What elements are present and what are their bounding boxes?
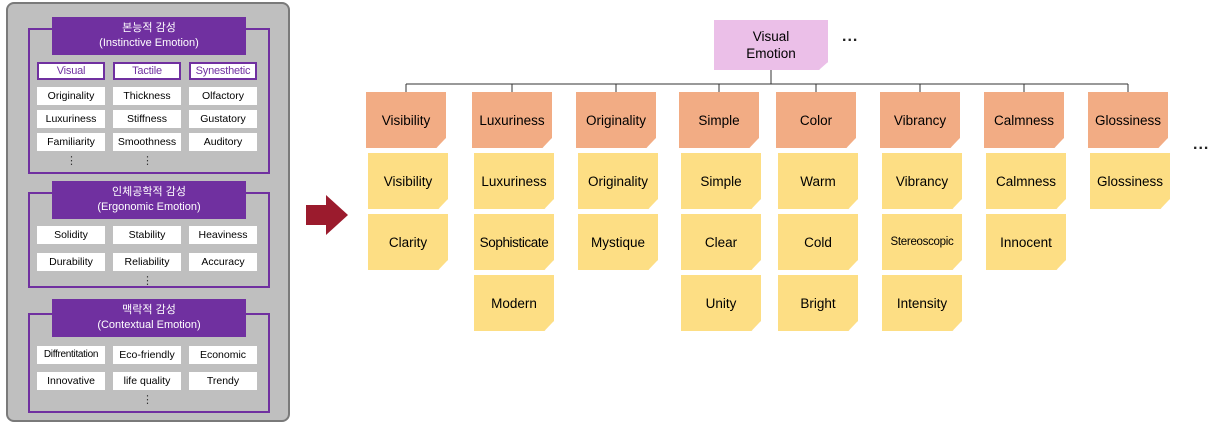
item-node: Vibrancy [882,153,962,209]
ergonomic-row: Solidity Stability Heaviness [37,226,257,244]
item-node: Stereoscopic [882,214,962,270]
item-node: Unity [681,275,761,331]
cell-stability: Stability [113,226,181,244]
header-visual: Visual [37,62,105,80]
instinctive-title-en: (Instinctive Emotion) [99,37,199,49]
cell-innovative: Innovative [37,372,105,390]
contextual-row: Innovative life quality Trendy [37,372,257,390]
instinctive-more-dots: ⋮ [66,155,77,167]
instinctive-more-dots: ⋮ [142,155,153,167]
head-node: Calmness [984,92,1064,148]
cell-auditory: Auditory [189,133,257,151]
emotion-categories-panel: 본능적 감성 (Instinctive Emotion) Visual Tact… [6,2,290,422]
head-node: Visibility [366,92,446,148]
item-node: Intensity [882,275,962,331]
root-node-line1: Visual [752,29,790,44]
item-node: Cold [778,214,858,270]
instinctive-emotion-title: 본능적 감성 (Instinctive Emotion) [52,17,246,55]
ergonomic-title-en: (Ergonomic Emotion) [97,201,201,213]
cell-durability: Durability [37,253,105,271]
head-node: Originality [576,92,656,148]
head-node: Vibrancy [880,92,960,148]
cell-accuracy: Accuracy [189,253,257,271]
cell-economic: Economic [189,346,257,364]
item-node: Bright [778,275,858,331]
head-node: Glossiness [1088,92,1168,148]
ergonomic-row: Durability Reliability Accuracy [37,253,257,271]
item-node: Clear [681,214,761,270]
item-node: Simple [681,153,761,209]
item-node: Warm [778,153,858,209]
item-node: Calmness [986,153,1066,209]
head-node: Luxuriness [472,92,552,148]
head-node: Simple [679,92,759,148]
cell-trendy: Trendy [189,372,257,390]
branch-drop-lines [405,84,1129,92]
contextual-row: Diffrentitation Eco-friendly Economic [37,346,257,364]
cell-luxuriness: Luxuriness [37,110,105,128]
contextual-more-dots: ⋮ [142,394,153,406]
root-node-visual-emotion: Visual Emotion [714,20,828,70]
instinctive-row: Luxuriness Stiffness Gustatory [37,110,257,128]
instinctive-row: Familiarity Smoothness Auditory [37,133,257,151]
ergonomic-title-ko: 인체공학적 감성 [112,186,186,198]
cell-eco-friendly: Eco-friendly [113,346,181,364]
cell-smoothness: Smoothness [113,133,181,151]
root-node-line2: Emotion [746,46,796,61]
instinctive-header-row: Visual Tactile Synesthetic [37,62,257,80]
item-node: Visibility [368,153,448,209]
item-node: Mystique [578,214,658,270]
cell-reliability: Reliability [113,253,181,271]
item-node: Luxuriness [474,153,554,209]
item-node: Sophisticate [474,214,554,270]
cell-stiffness: Stiffness [113,110,181,128]
head-node: Color [776,92,856,148]
item-node: Innocent [986,214,1066,270]
item-node: Clarity [368,214,448,270]
item-node: Glossiness [1090,153,1170,209]
item-node: Originality [578,153,658,209]
cell-differentiation: Diffrentitation [37,346,105,364]
header-synesthetic: Synesthetic [189,62,257,80]
contextual-emotion-title: 맥락적 감성 (Contextual Emotion) [52,299,246,337]
cell-familiarity: Familiarity [37,133,105,151]
instinctive-row: Originality Thickness Olfactory [37,87,257,105]
ergonomic-more-dots: ⋮ [142,275,153,287]
cell-solidity: Solidity [37,226,105,244]
cell-thickness: Thickness [113,87,181,105]
ergonomic-emotion-title: 인체공학적 감성 (Ergonomic Emotion) [52,181,246,219]
contextual-title-ko: 맥락적 감성 [122,304,176,316]
cell-gustatory: Gustatory [189,110,257,128]
cell-life-quality: life quality [113,372,181,390]
cell-heaviness: Heaviness [189,226,257,244]
right-arrow-icon [306,195,348,235]
columns-more-ellipsis: ... [1193,136,1210,153]
header-tactile: Tactile [113,62,181,80]
cell-originality: Originality [37,87,105,105]
instinctive-title-ko: 본능적 감성 [122,22,176,34]
item-node: Modern [474,275,554,331]
cell-olfactory: Olfactory [189,87,257,105]
root-more-ellipsis: ... [842,28,859,45]
contextual-title-en: (Contextual Emotion) [97,319,201,331]
